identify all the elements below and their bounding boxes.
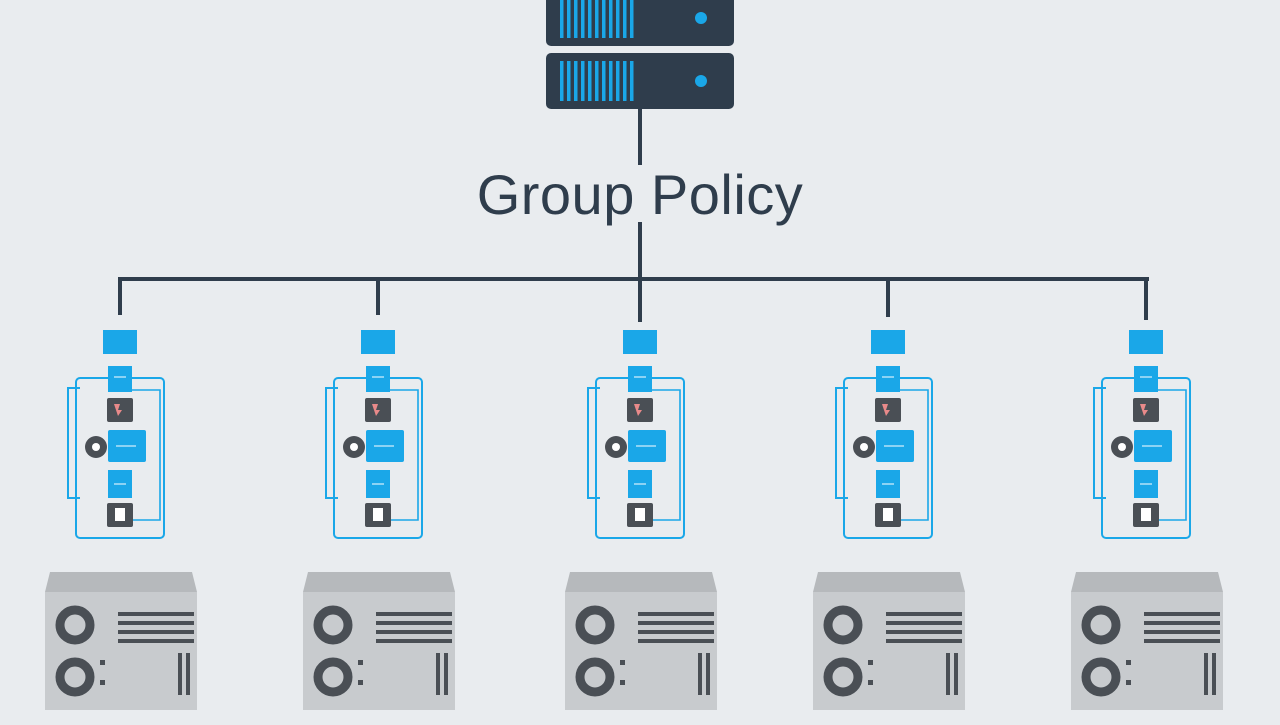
policy-stack-icon <box>1093 330 1191 539</box>
client-node-3 <box>565 330 717 710</box>
server-rack-icon <box>546 0 734 109</box>
server-unit-top <box>546 0 734 46</box>
workstation-icon <box>45 572 197 710</box>
workstation-icon <box>565 572 717 710</box>
status-led-icon <box>695 12 707 24</box>
client-node-5 <box>1071 279 1223 710</box>
client-node-4 <box>813 279 965 710</box>
client-node-1 <box>45 279 197 710</box>
workstation-icon <box>303 572 455 710</box>
workstation-icon <box>813 572 965 710</box>
workstation-icon <box>1071 572 1223 710</box>
policy-stack-icon <box>587 330 685 539</box>
diagram-title: Group Policy <box>476 163 804 226</box>
policy-stack-icon <box>325 330 423 539</box>
policy-stack-icon <box>835 330 933 539</box>
status-led-icon <box>695 75 707 87</box>
connector-lines <box>118 109 1149 322</box>
policy-stack-icon <box>67 330 165 539</box>
server-unit-bottom <box>546 53 734 109</box>
client-node-2 <box>303 279 455 710</box>
